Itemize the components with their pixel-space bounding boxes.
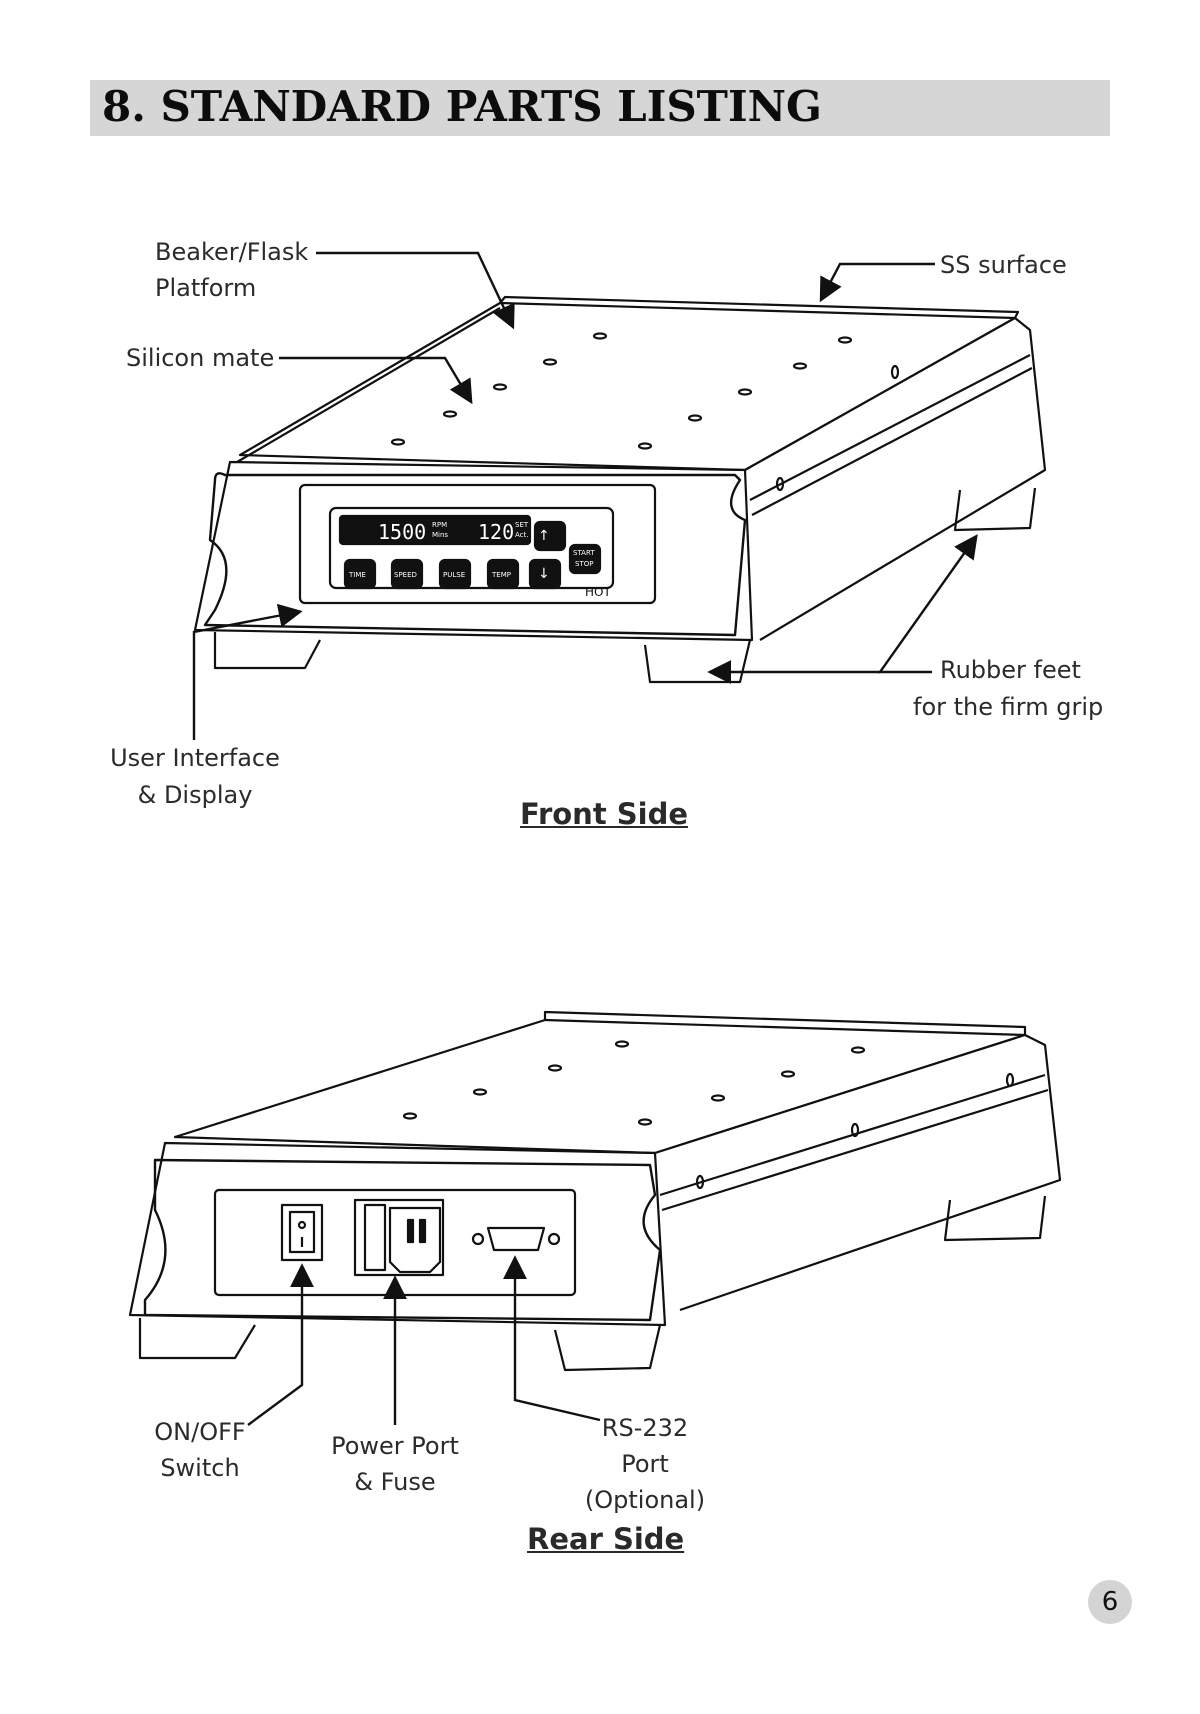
label-ui-line1: User Interface bbox=[110, 744, 280, 772]
caption-front-side: Front Side bbox=[520, 797, 689, 831]
time-button: TIME bbox=[349, 571, 366, 579]
rear-device-illustration bbox=[128, 1010, 1062, 1426]
start-button-label: START bbox=[573, 549, 595, 557]
label-rs232-line2: Port bbox=[621, 1450, 669, 1478]
label-rubber-feet-line2: for the firm grip bbox=[913, 693, 1104, 721]
label-platform-line2: Platform bbox=[155, 274, 257, 302]
label-rs232-line1: RS-232 bbox=[601, 1414, 689, 1442]
temp-readout: 120 bbox=[478, 520, 515, 544]
rpm-readout: 1500 bbox=[378, 520, 427, 544]
label-power-line2: & Fuse bbox=[354, 1468, 436, 1496]
set-label: SET bbox=[515, 521, 529, 529]
rpm-unit: RPM bbox=[432, 521, 448, 529]
label-switch-line2: Switch bbox=[160, 1454, 240, 1482]
label-switch-line1: ON/OFF bbox=[154, 1418, 246, 1446]
speed-button: SPEED bbox=[394, 571, 417, 579]
arrow-up-icon: ↑ bbox=[538, 528, 550, 544]
label-silicon-mate: Silicon mate bbox=[126, 344, 275, 372]
section-title-bar: 8. STANDARD PARTS LISTING bbox=[90, 80, 1110, 136]
stop-button-label: STOP bbox=[575, 560, 594, 568]
pulse-button: PULSE bbox=[443, 571, 466, 579]
arrow-down-icon: ↓ bbox=[538, 566, 550, 582]
section-title: 8. STANDARD PARTS LISTING bbox=[102, 82, 822, 131]
temp-button: TEMP bbox=[492, 571, 511, 579]
label-ss-surface: SS surface bbox=[940, 251, 1067, 279]
label-rubber-feet-line1: Rubber feet bbox=[940, 656, 1081, 684]
mins-unit: Mins bbox=[432, 531, 449, 539]
label-power-line1: Power Port bbox=[331, 1432, 459, 1460]
page-number: 6 bbox=[1088, 1580, 1132, 1624]
caption-rear-side: Rear Side bbox=[527, 1522, 685, 1556]
label-ui-line2: & Display bbox=[137, 781, 253, 809]
hot-indicator: HOT bbox=[585, 585, 611, 599]
rear-side-figure: ON/OFF Switch Power Port & Fuse RS-232 P… bbox=[128, 1010, 1062, 1556]
label-rs232-line3: (Optional) bbox=[584, 1486, 706, 1514]
front-device-illustration bbox=[192, 251, 1047, 740]
front-side-figure: 1500 RPM Mins 120 SET Act. TIME SPEED PU… bbox=[110, 238, 1104, 831]
act-label: Act. bbox=[515, 531, 529, 539]
label-platform-line1: Beaker/Flask bbox=[155, 238, 309, 266]
